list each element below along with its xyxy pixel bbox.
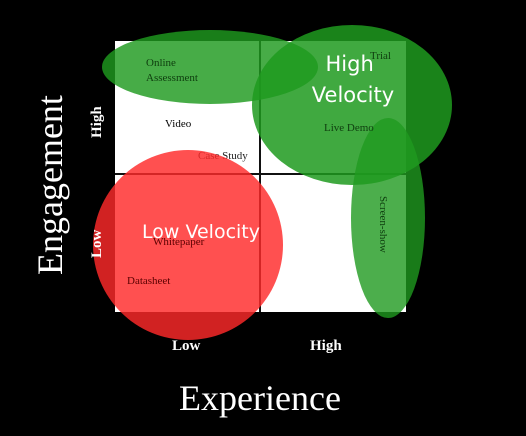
- item-video: Video: [165, 118, 192, 130]
- low-velocity-circle: [93, 150, 283, 340]
- y-axis-low-label: Low: [89, 229, 105, 258]
- zone-label-low-velocity: Low Velocity: [142, 221, 260, 243]
- item-datasheet: Datasheet: [127, 275, 170, 287]
- item-trial: Trial: [370, 50, 391, 62]
- screen-show-ellipse: [351, 118, 425, 318]
- x-axis-high-label: High: [310, 338, 342, 354]
- x-axis-low-label: Low: [172, 338, 201, 354]
- item-screen-show: Screen-show: [377, 196, 389, 253]
- item-live-demo: Live Demo: [324, 122, 374, 134]
- x-axis-title: Experience: [179, 378, 341, 418]
- y-axis-title: Engagement: [30, 95, 70, 275]
- zone-label-high-velocity: High Velocity: [312, 52, 394, 107]
- item-online-assessment: Online Assessment: [146, 57, 198, 84]
- y-axis-high-label: High: [89, 106, 105, 138]
- item-whitepaper: Whitepaper: [153, 236, 205, 248]
